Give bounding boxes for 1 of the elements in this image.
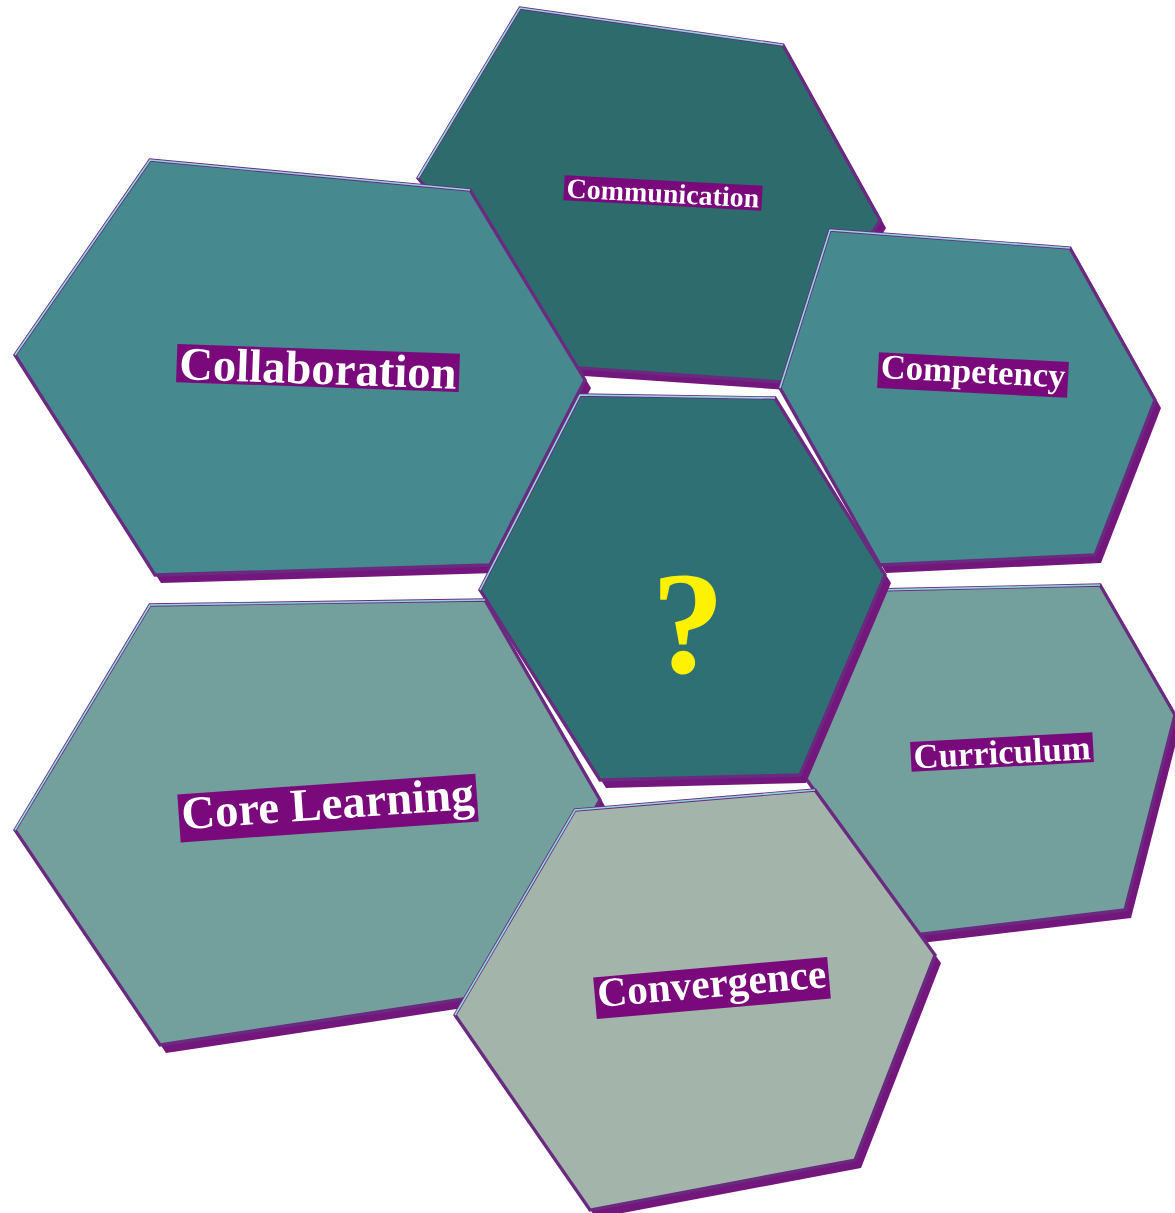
text-label: Communication (563, 175, 763, 211)
